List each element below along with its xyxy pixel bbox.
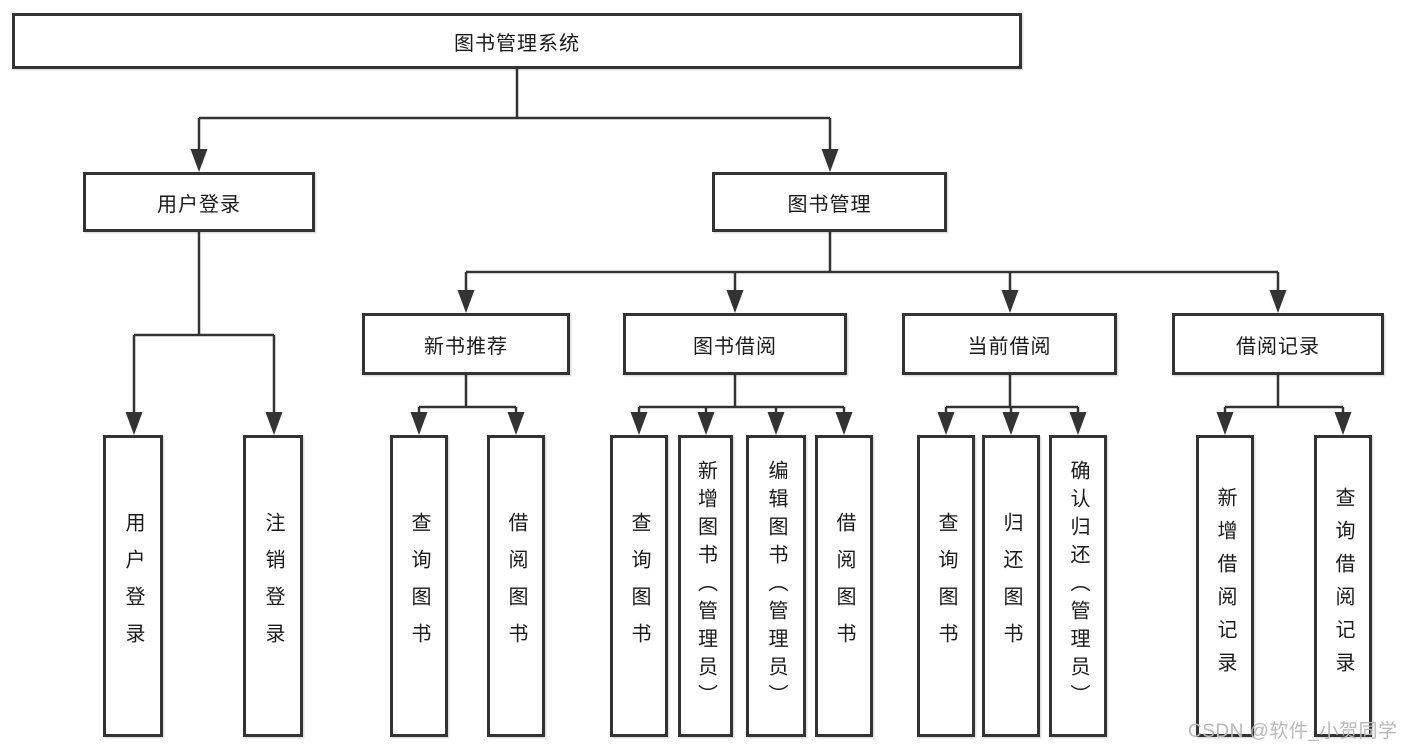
leaf-borrow-books-2-label: 借阅图书 [833,512,855,660]
leaf-query-borrow-record-label: 查询借阅记录 [1332,487,1354,685]
leaf-borrow-books-1-label: 借阅图书 [505,512,527,660]
node-borrowing-records: 借阅记录 [1172,313,1384,375]
leaf-user-login: 用户登录 [103,435,163,737]
leaf-edit-books-admin: 编辑图书（管理员） [746,435,806,737]
leaf-add-books-admin-label: 新增图书（管理员） [694,460,717,712]
node-current-borrowing: 当前借阅 [902,313,1117,375]
node-library-system-label: 图书管理系统 [454,32,580,55]
leaf-query-books-2: 查询图书 [610,435,668,737]
leaf-user-login-label: 用户登录 [122,512,144,660]
node-book-management-label: 图书管理 [787,193,872,216]
leaf-query-books-1: 查询图书 [390,435,448,737]
leaf-edit-books-admin-label: 编辑图书（管理员） [765,460,787,712]
leaf-logout: 注销登录 [243,435,303,737]
node-book-borrowing-label: 图书借阅 [693,335,777,358]
leaf-logout-label: 注销登录 [262,512,284,660]
leaf-query-books-1-label: 查询图书 [408,512,430,660]
node-library-system: 图书管理系统 [12,13,1022,69]
leaf-query-books-3: 查询图书 [917,435,975,737]
leaf-borrow-books-1: 借阅图书 [487,435,545,737]
leaf-return-books: 归还图书 [982,435,1040,737]
node-book-management: 图书管理 [712,172,947,232]
leaf-add-borrow-record: 新增借阅记录 [1196,435,1254,737]
leaf-query-books-2-label: 查询图书 [628,512,650,660]
node-new-book-recommendation: 新书推荐 [362,313,570,375]
leaf-add-books-admin: 新增图书（管理员） [678,435,733,737]
leaf-return-books-label: 归还图书 [1000,512,1022,660]
node-book-borrowing: 图书借阅 [623,313,847,375]
leaf-borrow-books-2: 借阅图书 [815,435,873,737]
node-user-login-label: 用户登录 [157,193,241,216]
leaf-query-books-3-label: 查询图书 [935,512,957,660]
node-borrowing-records-label: 借阅记录 [1236,335,1320,358]
leaf-query-borrow-record: 查询借阅记录 [1314,435,1372,737]
leaf-add-borrow-record-label: 新增借阅记录 [1214,487,1236,685]
node-new-book-recommendation-label: 新书推荐 [424,335,508,358]
watermark: CSDN @软件_小贺同学 [1188,721,1398,742]
leaf-confirm-return-admin-label: 确认归还（管理员） [1067,460,1089,712]
node-current-borrowing-label: 当前借阅 [967,335,1052,358]
node-user-login: 用户登录 [83,172,315,232]
leaf-confirm-return-admin: 确认归还（管理员） [1049,435,1107,737]
